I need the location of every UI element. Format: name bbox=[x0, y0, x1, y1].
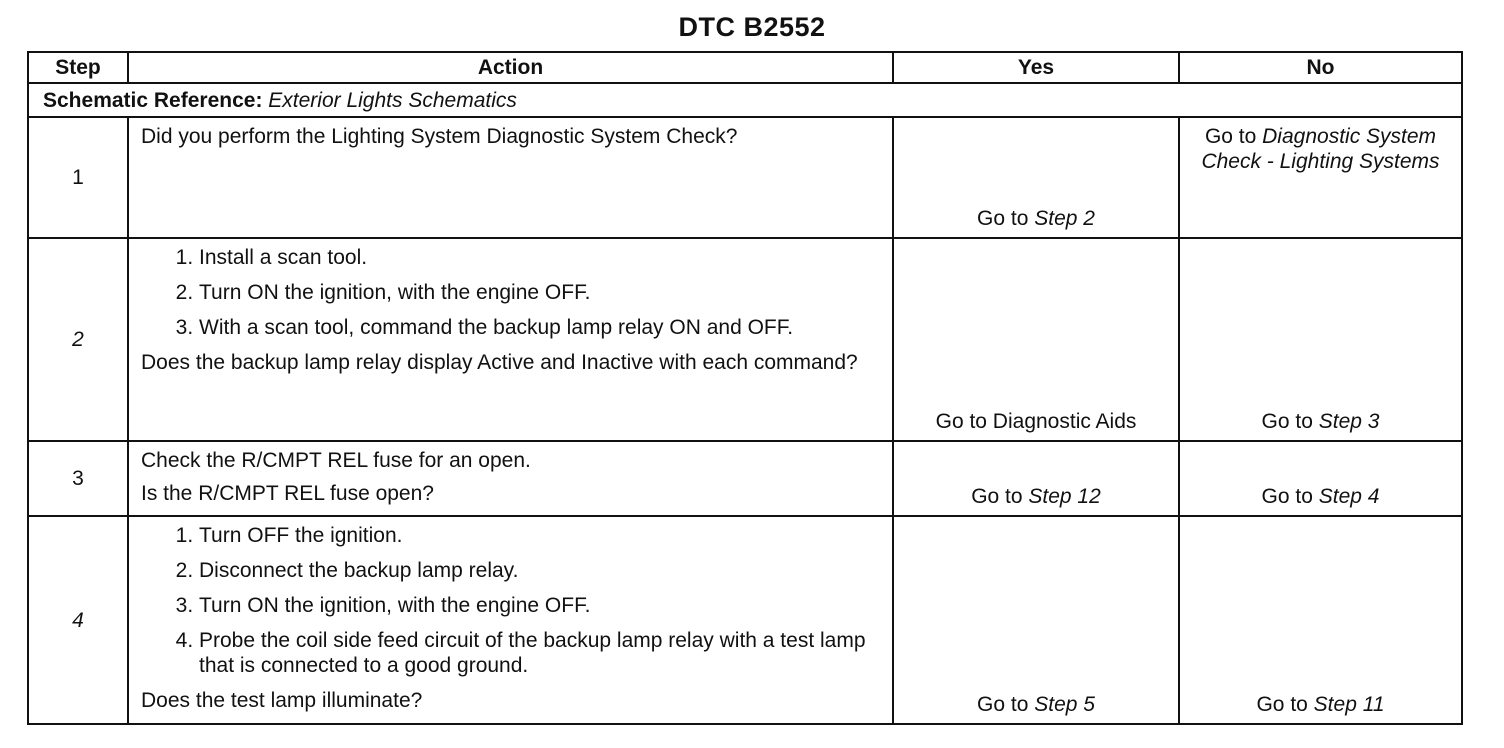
no-cell: Go to Step 11 bbox=[1178, 515, 1463, 725]
step-intro: Check the R/CMPT REL fuse for an open. bbox=[141, 449, 531, 472]
schematic-reference-link[interactable]: Exterior Lights Schematics bbox=[268, 88, 517, 112]
yes-link[interactable]: Go to Diagnostic Aids bbox=[935, 410, 1137, 433]
action-item: Turn OFF the ignition. bbox=[199, 523, 880, 548]
schematic-reference: Schematic Reference: Exterior Lights Sch… bbox=[27, 82, 1463, 118]
schematic-reference-row: Schematic Reference: Exterior Lights Sch… bbox=[27, 82, 1463, 118]
action-item: Probe the coil side feed circuit of the … bbox=[199, 628, 880, 678]
action-item: Disconnect the backup lamp relay. bbox=[199, 558, 880, 583]
yes-prefix: Go to bbox=[971, 485, 1029, 508]
yes-cell: Go to Step 12 bbox=[892, 440, 1180, 517]
action-cell: Install a scan tool. Turn ON the ignitio… bbox=[127, 237, 894, 442]
no-link[interactable]: Diagnostic System Check - Lighting Syste… bbox=[1201, 125, 1440, 173]
step-number: 3 bbox=[27, 440, 129, 517]
step-question: Is the R/CMPT REL fuse open? bbox=[141, 482, 434, 505]
no-column-header: No bbox=[1178, 51, 1463, 84]
no-cell: Go to Step 4 bbox=[1178, 440, 1463, 517]
no-prefix: Go to bbox=[1204, 125, 1263, 148]
no-cell: Go to Diagnostic System Check - Lighting… bbox=[1178, 116, 1463, 239]
action-item: Install a scan tool. bbox=[199, 245, 880, 270]
action-cell: Turn OFF the ignition. Disconnect the ba… bbox=[127, 515, 894, 725]
yes-column-header: Yes bbox=[892, 51, 1180, 84]
action-list: Turn OFF the ignition. Disconnect the ba… bbox=[141, 523, 880, 678]
step-number: 2 bbox=[27, 237, 129, 442]
table-row: 4 Turn OFF the ignition. Disconnect the … bbox=[27, 515, 1463, 725]
no-prefix: Go to bbox=[1261, 410, 1319, 433]
action-cell: Did you perform the Lighting System Diag… bbox=[127, 116, 894, 239]
schematic-reference-label: Schematic Reference: bbox=[43, 88, 263, 112]
no-prefix: Go to bbox=[1256, 693, 1314, 716]
step-column-header: Step bbox=[27, 51, 129, 84]
step-question: Does the test lamp illuminate? bbox=[141, 689, 423, 712]
yes-link[interactable]: Step 2 bbox=[1034, 207, 1095, 230]
yes-cell: Go to Step 2 bbox=[892, 116, 1180, 239]
page-title: DTC B2552 bbox=[678, 12, 826, 42]
table-row: 2 Install a scan tool. Turn ON the ignit… bbox=[27, 237, 1463, 442]
diagnostic-table: Step Action Yes No Schematic Reference: … bbox=[27, 51, 1463, 725]
yes-link[interactable]: Step 5 bbox=[1034, 693, 1095, 716]
no-prefix: Go to bbox=[1261, 485, 1319, 508]
no-link[interactable]: Step 11 bbox=[1313, 693, 1385, 716]
action-column-header: Action bbox=[127, 51, 894, 84]
action-list: Install a scan tool. Turn ON the ignitio… bbox=[141, 245, 880, 340]
action-item: Turn ON the ignition, with the engine OF… bbox=[199, 593, 880, 618]
step-number: 4 bbox=[27, 515, 129, 725]
yes-prefix: Go to bbox=[977, 693, 1035, 716]
no-link[interactable]: Step 4 bbox=[1318, 485, 1380, 508]
table-row: 3 Check the R/CMPT REL fuse for an open.… bbox=[27, 440, 1463, 517]
no-cell: Go to Step 3 bbox=[1178, 237, 1463, 442]
table-row: 1 Did you perform the Lighting System Di… bbox=[27, 116, 1463, 239]
action-cell: Check the R/CMPT REL fuse for an open. I… bbox=[127, 440, 894, 517]
yes-cell: Go to Diagnostic Aids bbox=[892, 237, 1180, 442]
action-item: Turn ON the ignition, with the engine OF… bbox=[199, 280, 880, 305]
header-row: Step Action Yes No bbox=[27, 51, 1463, 84]
yes-prefix: Go to bbox=[977, 207, 1035, 230]
yes-link[interactable]: Step 12 bbox=[1028, 485, 1101, 508]
yes-cell: Go to Step 5 bbox=[892, 515, 1180, 725]
step-question: Did you perform the Lighting System Diag… bbox=[141, 125, 738, 148]
step-question: Does the backup lamp relay display Activ… bbox=[141, 351, 858, 374]
step-number: 1 bbox=[27, 116, 129, 239]
no-link[interactable]: Step 3 bbox=[1318, 410, 1380, 433]
action-item: With a scan tool, command the backup lam… bbox=[199, 315, 880, 340]
